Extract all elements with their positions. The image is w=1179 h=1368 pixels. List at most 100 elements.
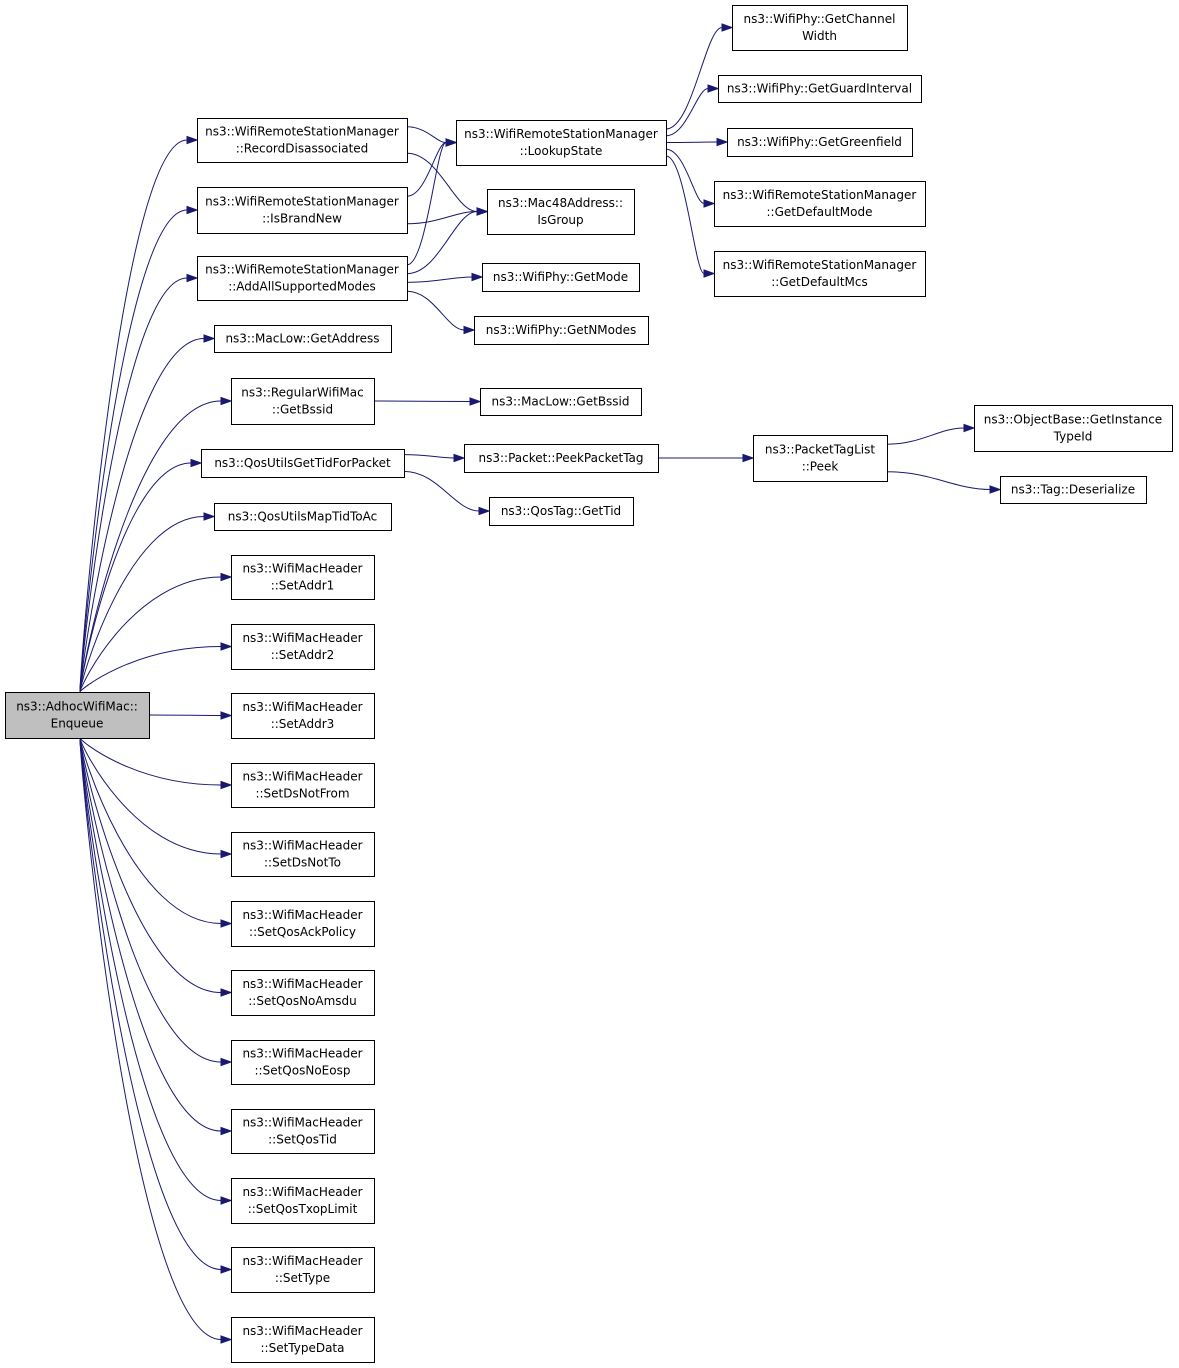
node-maclow-getbssid[interactable]: ns3::MacLow::GetBssid bbox=[480, 388, 642, 416]
node-getguardinterval[interactable]: ns3::WifiPhy::GetGuardInterval bbox=[718, 75, 922, 103]
node-enqueue[interactable]: ns3::AdhocWifiMac::Enqueue bbox=[5, 692, 150, 739]
node-label: ::SetDsNotTo bbox=[264, 856, 341, 870]
node-label: ns3::WifiMacHeader bbox=[242, 977, 362, 991]
node-isbrandnew[interactable]: ns3::WifiRemoteStationManager::IsBrandNe… bbox=[197, 187, 408, 234]
edge-lookupstate-to-getdefaultmcs bbox=[665, 155, 716, 278]
edge-line bbox=[79, 139, 188, 693]
node-box bbox=[231, 1109, 375, 1154]
node-box bbox=[753, 435, 888, 482]
node-label: ns3::WifiMacHeader bbox=[242, 908, 362, 922]
edge-arrowhead bbox=[220, 780, 233, 790]
node-qosutilsgettidforpacket[interactable]: ns3::QosUtilsGetTidForPacket bbox=[201, 449, 405, 478]
node-box bbox=[714, 181, 926, 227]
node-box bbox=[197, 118, 408, 163]
node-label: ::GetBssid bbox=[272, 403, 333, 417]
node-box bbox=[231, 378, 375, 425]
node-label: ns3::WifiRemoteStationManager bbox=[464, 127, 658, 141]
node-label: ns3::QosUtilsGetTidForPacket bbox=[214, 456, 391, 470]
node-box bbox=[231, 624, 375, 670]
node-box bbox=[214, 325, 392, 353]
node-label: ::Peek bbox=[802, 460, 839, 474]
node-setaddr1[interactable]: ns3::WifiMacHeader::SetAddr1 bbox=[231, 555, 375, 600]
node-tag-deserialize[interactable]: ns3::Tag::Deserialize bbox=[1000, 476, 1147, 504]
node-label: ns3::WifiPhy::GetGreenfield bbox=[737, 135, 902, 149]
edge-arrowhead bbox=[963, 423, 976, 433]
node-box bbox=[482, 263, 640, 292]
edge-arrowhead bbox=[453, 453, 466, 463]
node-settype[interactable]: ns3::WifiMacHeader::SetType bbox=[231, 1247, 375, 1293]
node-maclow-getaddress[interactable]: ns3::MacLow::GetAddress bbox=[214, 325, 392, 353]
edge-enqueue-to-qosutilsgettidforpacket bbox=[79, 458, 203, 693]
node-wifiphy-getmode[interactable]: ns3::WifiPhy::GetMode bbox=[482, 263, 640, 292]
node-setqostxoplimit[interactable]: ns3::WifiMacHeader::SetQosTxopLimit bbox=[231, 1178, 375, 1224]
node-peekpackettag[interactable]: ns3::Packet::PeekPacketTag bbox=[464, 444, 659, 473]
node-box bbox=[231, 832, 375, 877]
node-addallsupportedmodes[interactable]: ns3::WifiRemoteStationManager::AddAllSup… bbox=[197, 256, 408, 301]
node-label: ::SetDsNotFrom bbox=[255, 787, 349, 801]
edge-line bbox=[79, 737, 222, 1132]
edge-arrowhead bbox=[220, 849, 233, 859]
edge-arrowhead bbox=[203, 334, 216, 343]
edge-lookupstate-to-getdefaultmode bbox=[665, 148, 716, 208]
edge-line bbox=[665, 27, 723, 130]
node-lookupstate[interactable]: ns3::WifiRemoteStationManager::LookupSta… bbox=[456, 120, 667, 166]
edge-enqueue-to-qosutilsmaptidtoac bbox=[79, 512, 216, 693]
node-label: ns3::WifiRemoteStationManager bbox=[723, 188, 917, 202]
node-qostag-gettid[interactable]: ns3::QosTag::GetTid bbox=[489, 497, 634, 526]
edge-enqueue-to-regularwifimac-getbssid bbox=[79, 396, 233, 693]
node-setqosackpolicy[interactable]: ns3::WifiMacHeader::SetQosAckPolicy bbox=[231, 901, 375, 947]
node-regularwifimac-getbssid[interactable]: ns3::RegularWifiMac::GetBssid bbox=[231, 378, 375, 425]
node-label: ns3::WifiMacHeader bbox=[242, 700, 362, 714]
node-settypedata[interactable]: ns3::WifiMacHeader::SetTypeData bbox=[231, 1317, 375, 1363]
edge-arrowhead bbox=[476, 207, 489, 216]
edge-arrowhead bbox=[721, 23, 734, 32]
node-setaddr2[interactable]: ns3::WifiMacHeader::SetAddr2 bbox=[231, 624, 375, 670]
node-label: ns3::QosTag::GetTid bbox=[501, 504, 621, 518]
node-box bbox=[231, 763, 375, 808]
edge-line bbox=[79, 462, 192, 693]
node-getdefaultmode[interactable]: ns3::WifiRemoteStationManager::GetDefaul… bbox=[714, 181, 926, 227]
node-setqosnoamsdu[interactable]: ns3::WifiMacHeader::SetQosNoAmsdu bbox=[231, 970, 375, 1016]
node-getdefaultmcs[interactable]: ns3::WifiRemoteStationManager::GetDefaul… bbox=[714, 251, 926, 297]
node-label: ::SetQosTxopLimit bbox=[248, 1202, 358, 1216]
edge-arrowhead bbox=[190, 458, 203, 468]
node-recorddisassociated[interactable]: ns3::WifiRemoteStationManager::RecordDis… bbox=[197, 118, 408, 163]
edge-arrowhead bbox=[220, 711, 233, 720]
node-setaddr3[interactable]: ns3::WifiMacHeader::SetAddr3 bbox=[231, 693, 375, 739]
node-getgreenfield[interactable]: ns3::WifiPhy::GetGreenfield bbox=[727, 128, 913, 157]
node-box bbox=[464, 444, 659, 473]
edge-arrowhead bbox=[220, 1265, 233, 1274]
edge-line bbox=[403, 470, 480, 512]
node-box bbox=[231, 1040, 375, 1085]
node-qosutilsmaptidtoac[interactable]: ns3::QosUtilsMapTidToAc bbox=[214, 503, 392, 531]
node-label: ns3::WifiMacHeader bbox=[242, 1324, 362, 1338]
edges bbox=[79, 23, 1002, 1344]
node-box bbox=[201, 449, 405, 478]
node-isgroup[interactable]: ns3::Mac48Address::IsGroup bbox=[487, 189, 635, 235]
node-setdsnotfrom[interactable]: ns3::WifiMacHeader::SetDsNotFrom bbox=[231, 763, 375, 808]
node-label: ns3::WifiRemoteStationManager bbox=[205, 125, 399, 139]
node-label: ns3::WifiMacHeader bbox=[242, 1047, 362, 1061]
node-label: ns3::RegularWifiMac bbox=[241, 386, 363, 400]
edge-enqueue-to-setaddr3 bbox=[148, 711, 233, 720]
node-setqosnoeosp[interactable]: ns3::WifiMacHeader::SetQosNoEosp bbox=[231, 1040, 375, 1085]
node-label: TypeId bbox=[1053, 430, 1093, 444]
node-label: ::IsBrandNew bbox=[262, 212, 342, 226]
edge-enqueue-to-maclow-getaddress bbox=[79, 334, 216, 693]
node-setdsnotto[interactable]: ns3::WifiMacHeader::SetDsNotTo bbox=[231, 832, 375, 877]
edge-enqueue-to-setaddr2 bbox=[79, 642, 233, 693]
edge-line bbox=[79, 516, 205, 693]
node-setqostid[interactable]: ns3::WifiMacHeader::SetQosTid bbox=[231, 1109, 375, 1154]
edge-enqueue-to-setqosnoamsdu bbox=[79, 737, 233, 997]
edge-line bbox=[79, 737, 222, 786]
edge-addallsupportedmodes-to-wifiphy-getnmodes bbox=[406, 290, 476, 335]
node-label: ns3::PacketTagList bbox=[765, 443, 875, 457]
edge-line bbox=[79, 737, 222, 1340]
node-wifiphy-getnmodes[interactable]: ns3::WifiPhy::GetNModes bbox=[474, 316, 649, 345]
node-packettaglist-peek[interactable]: ns3::PacketTagList::Peek bbox=[753, 435, 888, 482]
edge-line bbox=[373, 400, 471, 402]
edge-arrowhead bbox=[220, 919, 233, 928]
node-box bbox=[231, 1178, 375, 1224]
